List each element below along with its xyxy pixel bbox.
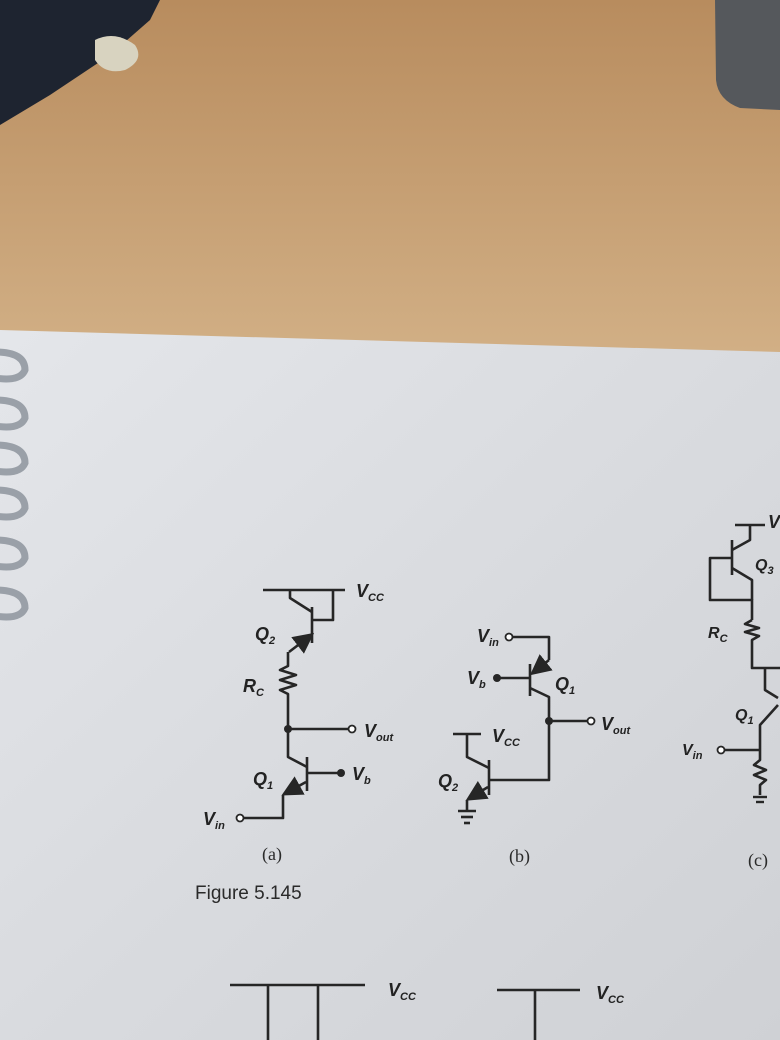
figure-caption: Figure 5.145 xyxy=(195,883,302,904)
vin-wire xyxy=(513,635,551,660)
vtop-label: V xyxy=(768,512,780,532)
circuit-b: Vin Vb Q1 Vout VCC Q2 (b) xyxy=(438,626,631,867)
rc-resistor xyxy=(278,652,298,730)
q3-emitter xyxy=(731,525,752,552)
q1-collector-wire xyxy=(489,686,551,782)
caption-a: (a) xyxy=(262,844,282,865)
caption-c: (c) xyxy=(748,850,768,871)
device-corner xyxy=(715,0,780,110)
rc-resistor xyxy=(743,618,780,670)
q1-emitter-arrow xyxy=(281,776,307,796)
vout-label: Vout xyxy=(601,714,631,737)
rc-label: RC xyxy=(243,676,265,699)
q1-emitter-arrow xyxy=(529,654,553,676)
q3-label: Q3 xyxy=(755,557,774,577)
q3-tie xyxy=(708,556,754,620)
ground-icon xyxy=(458,809,476,825)
rc-label: RC xyxy=(708,625,729,645)
q3-collector xyxy=(731,566,754,600)
vin-label: Vin xyxy=(682,742,703,762)
vout-label: Vout xyxy=(364,721,394,744)
vcc-label: VCC xyxy=(492,726,521,749)
q1-label: Q1 xyxy=(253,769,273,792)
q1-collector xyxy=(763,668,779,700)
q2-collector xyxy=(288,590,313,614)
next-figure: VCC VCC xyxy=(230,980,625,1040)
vout-terminal xyxy=(347,724,357,734)
vcc-left-label: VCC xyxy=(388,980,417,1003)
q1-emitter-wire xyxy=(752,704,779,795)
q1-collector xyxy=(286,729,308,769)
textbook-page xyxy=(0,330,780,1040)
q2-emitter-arrow xyxy=(465,780,489,801)
ground-icon xyxy=(753,795,767,804)
q2-label: Q2 xyxy=(438,771,458,794)
vin-label: Vin xyxy=(203,809,225,832)
vcc-rail-right xyxy=(497,988,580,1040)
vb-label: Vb xyxy=(467,668,486,691)
vin-terminal xyxy=(235,813,245,823)
q1-label: Q1 xyxy=(555,674,575,697)
q2-emitter-arrow xyxy=(288,632,315,654)
q2-collector xyxy=(465,734,490,770)
circuit-a: VCC Q2 RC Vout Vb Vin Q1 (a) xyxy=(203,581,394,865)
q2-label: Q2 xyxy=(255,624,275,647)
vb-terminal xyxy=(337,769,345,777)
vin-wire xyxy=(244,795,285,820)
zipper-pull xyxy=(95,36,139,72)
vin-terminal xyxy=(504,632,514,642)
vcc-right-label: VCC xyxy=(596,983,625,1006)
q1-label: Q1 xyxy=(735,707,754,727)
vcc-label: VCC xyxy=(356,581,385,604)
vb-label: Vb xyxy=(352,764,371,787)
vout-terminal xyxy=(586,716,596,726)
vin-terminal xyxy=(716,745,726,755)
spiral-binding xyxy=(0,348,29,621)
q2-base-tie xyxy=(312,590,335,622)
fabric-pouch xyxy=(0,0,160,125)
vin-label: Vin xyxy=(477,626,499,649)
vcc-rail-left xyxy=(230,983,365,1040)
circuit-c: V Q3 RC Q1 Vin (c) xyxy=(682,512,780,871)
caption-b: (b) xyxy=(509,846,530,867)
